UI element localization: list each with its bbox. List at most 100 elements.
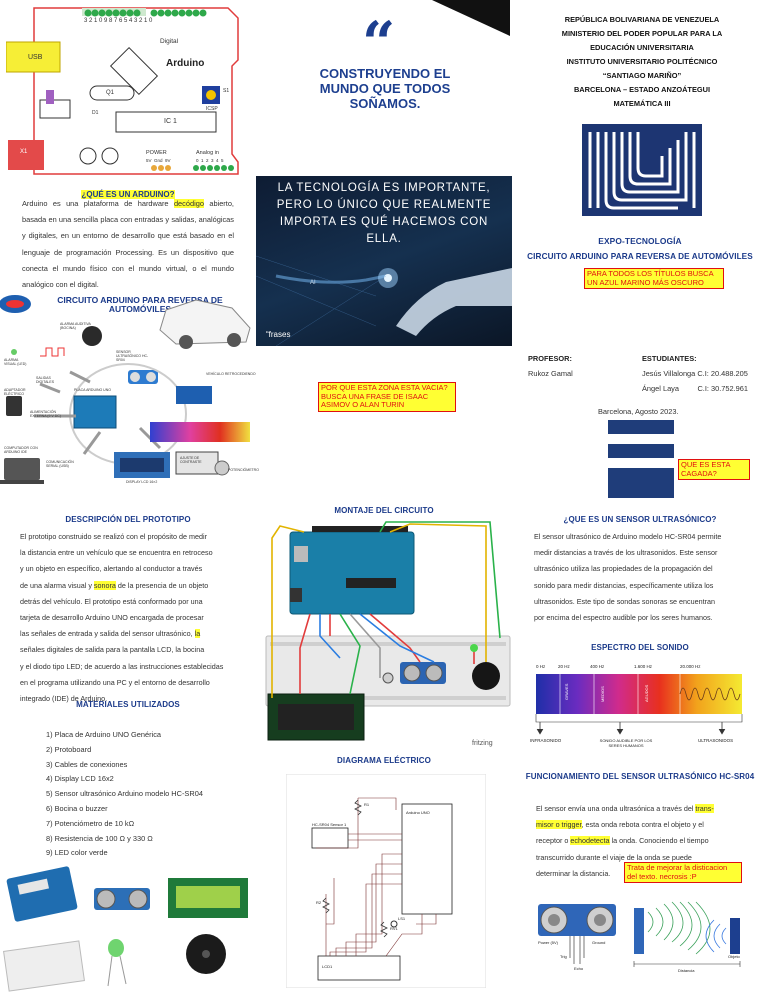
- func-text: El sensor envía una onda ultrasónica a t…: [536, 804, 714, 878]
- corner-triangle: [432, 0, 510, 36]
- arduino-board-illustration: USB 3 2 1 0 9 8 7 6 5 4 3 2 1 0 Digital …: [5, 4, 242, 178]
- list-item: 7) Potenciómetro de 10 kΩ: [46, 818, 135, 828]
- schematic-figure: Arduino UNO HC-SR04 Sensor 1 LCD1 R1 R2 …: [285, 773, 487, 989]
- board-q1-label: Q1: [106, 90, 115, 96]
- sensor-heading: ¿QUE ES UN SENSOR ULTRASÓNICO?: [563, 515, 717, 524]
- diagram-label-contrast: AJUSTE DE CONTRASTE: [180, 456, 202, 464]
- board-usb-label: USB: [28, 54, 43, 61]
- spectrum-bottom-infra: INFRASONIDO: [530, 738, 562, 743]
- board-digital-label: Digital: [160, 38, 179, 45]
- estudiantes-label: ESTUDIANTES:: [642, 354, 697, 363]
- note-title-color: PARA TODOS LOS TÍTULOS BUSCA UN AZUL MAR…: [584, 268, 724, 289]
- spectrum-freq-1: 20 Hz: [558, 664, 570, 669]
- note-what-is-this: QUE ES ESTA CAGADA?: [678, 459, 750, 480]
- spectrum-freq-4: 20.000 Hz: [680, 664, 701, 669]
- func-heading: FUNCIONAMIENTO DEL SENSOR ULTRASÓNICO HC…: [525, 772, 755, 781]
- board-x1-label: X1: [20, 149, 28, 155]
- note-improve-text: Trata de mejorar la disticacion del text…: [624, 862, 742, 883]
- diagram-label-vehicle: VEHÍCULO RETROCEDIENDO: [206, 372, 256, 376]
- diagram-label-alarm-audio: ALARMA AUDITIVA (BOCINA): [60, 322, 91, 330]
- list-item: 3) Cables de conexiones: [46, 759, 128, 769]
- expo-title: EXPO-TECNOLOGÍA: [598, 236, 682, 246]
- board-analog-label: Analog in: [196, 150, 219, 156]
- spectrum-bottom-ultra: ULTRASONIDOS: [698, 738, 734, 743]
- list-item: 8) Resistencia de 100 Ω y 330 Ω: [46, 833, 153, 843]
- arduino-reverse-diagram: CIRCUITO ARDUINO PARA REVERSA DE AUTOMÓV…: [0, 292, 259, 498]
- board-s1-label: S1: [223, 88, 230, 94]
- student-1: Jesús Villalonga C.I: 20.488.205: [642, 369, 748, 378]
- board-pin-numbers: 3 2 1 0 9 8 7 6 5 4 3 2 1 0: [84, 18, 153, 24]
- materials-list: 1) Placa de Arduino UNO Genérica 2) Prot…: [46, 728, 256, 861]
- what-is-arduino-heading: ¿QUÉ ES UN ARDUINO?: [81, 190, 175, 199]
- diagram-label-alarm-visual: ALARMA VISUAL (LED): [4, 358, 27, 366]
- description-text: El prototipo construido se realizó con e…: [20, 532, 224, 704]
- institute-logo: [582, 124, 702, 216]
- list-item: 1) Placa de Arduino UNO Genérica: [46, 730, 162, 739]
- hc-sr04-sensor-figure: Power (5V) Ground Trig Echo: [534, 900, 620, 974]
- board-ic1-label: IC 1: [164, 118, 177, 125]
- board-power-pins: 5V Gnd 9V: [146, 158, 171, 163]
- diagram-label-adapter: ADAPTADOR ELÉCTRICO: [4, 388, 26, 396]
- list-item: 5) Sensor ultrasónico Arduino modelo HC-…: [46, 789, 203, 799]
- diagram-label-potentiometer: POTENCIÓMETRO: [228, 468, 259, 472]
- list-item: 6) Bocina o buzzer: [46, 803, 108, 813]
- wave-label-object: Objeto: [728, 954, 740, 959]
- board-d1-label: D1: [92, 110, 99, 116]
- materials-photos: [0, 862, 256, 992]
- spectrum-heading: ESPECTRO DEL SONIDO: [591, 643, 689, 652]
- schematic-label-r1: R1: [364, 802, 370, 807]
- spectrum-freq-2: 400 Hz: [590, 664, 605, 669]
- slogan: CONSTRUYENDO EL MUNDO QUE TODOS SOÑAMOS.: [319, 66, 451, 111]
- diagrama-heading: DIAGRAMA ELÉCTRICO: [337, 756, 431, 765]
- student-2: Ángel Laya C.I: 30.752.961: [642, 384, 749, 393]
- date-label: Barcelona, Agosto 2023.: [598, 407, 679, 416]
- profesor-name: Rukoz Gamal: [528, 369, 573, 378]
- sensor-label-trig: Trig: [560, 954, 567, 959]
- spectrum-band-graves: GRAVES: [564, 683, 569, 700]
- ultrasonic-wave-figure: Objeto Distancia: [630, 898, 748, 978]
- diagram-label-computer: COMPUTADOR CON ARDUINO IDE: [4, 446, 38, 454]
- schematic-label-sensor: HC-SR04 Sensor 1: [312, 822, 347, 827]
- image-quote-text: LA TECNOLOGÍA ES IMPORTANTE, PERO LO ÚNI…: [276, 182, 492, 245]
- breadboard-circuit-figure: fritzing: [260, 518, 512, 750]
- spectrum-band-agudos: AGUDOS: [644, 684, 649, 702]
- fritzing-label: fritzing: [472, 740, 493, 747]
- government-header: REPÚBLICA BOLIVARIANA DE VENEZUELA MINIS…: [561, 15, 723, 108]
- tech-quote-image: LA TECNOLOGÍA ES IMPORTANTE, PERO LO ÚNI…: [256, 176, 512, 346]
- sensor-label-ground: Ground: [592, 940, 606, 945]
- sensor-label-echo: Echo: [574, 966, 584, 971]
- diagram-label-serial: COMUNICACIÓN SERIAL (USB): [46, 460, 74, 468]
- quote-mark-icon: “: [362, 9, 396, 77]
- schematic-label-rv1: RV1: [390, 926, 398, 931]
- diagram-title: CIRCUITO ARDUINO PARA REVERSA DE AUTOMÓV…: [57, 295, 223, 314]
- materials-heading: MATERIALES UTILIZADOS: [76, 700, 180, 709]
- diagram-label-sensor: SENSOR ULTRASÓNICO HC-SR04: [116, 350, 149, 362]
- spectrum-band-medios: MEDIOS: [600, 686, 605, 702]
- note-empty-zone: POR QUE ESTA ZONA ESTA VACIA? BUSCA UNA …: [318, 382, 456, 412]
- blue-stripes-graphic: [608, 420, 674, 498]
- spectrum-bottom-audible: SONIDO AUDIBLE POR LOS SERES HUMANOS: [599, 738, 653, 748]
- description-heading: DESCRIPCIÓN DEL PROTOTIPO: [65, 515, 191, 524]
- image-ai-label: AI: [310, 280, 316, 286]
- board-power-label: POWER: [146, 150, 167, 156]
- board-brand-label: Arduino: [166, 58, 205, 69]
- diagram-label-lcd: DISPLAY LCD 16×2: [126, 480, 158, 484]
- list-item: 9) LED color verde: [46, 848, 108, 858]
- sensor-text: El sensor ultrasónico de Arduino modelo …: [534, 532, 722, 623]
- profesor-label: PROFESOR:: [528, 354, 572, 363]
- schematic-label-r2: R2: [316, 900, 322, 905]
- image-brand-label: “frases: [266, 330, 291, 339]
- sound-spectrum-figure: 0 Hz 20 Hz 400 Hz 1.600 Hz 20.000 Hz GRA…: [530, 664, 746, 750]
- board-analog-pins: 0 1 2 3 4 5: [196, 158, 224, 163]
- project-title: CIRCUITO ARDUINO PARA REVERSA DE AUTOMÓV…: [527, 252, 753, 261]
- what-is-arduino-text: Arduino es una plataforma de hardware de…: [22, 199, 234, 290]
- board-icsp-label: ICSP: [206, 106, 218, 112]
- diagram-label-digital-out: SALIDAS DIGITALES: [36, 376, 55, 384]
- wave-label-distance: Distancia: [678, 968, 695, 973]
- schematic-label-arduino: Arduino UNO: [406, 810, 430, 815]
- spectrum-freq-0: 0 Hz: [536, 664, 546, 669]
- montaje-heading: MONTAJE DEL CIRCUITO: [334, 506, 434, 515]
- spectrum-freq-3: 1.600 Hz: [634, 664, 653, 669]
- list-item: 4) Display LCD 16x2: [46, 774, 114, 784]
- diagram-label-board: PLACA ARDUINO UNO: [74, 388, 111, 392]
